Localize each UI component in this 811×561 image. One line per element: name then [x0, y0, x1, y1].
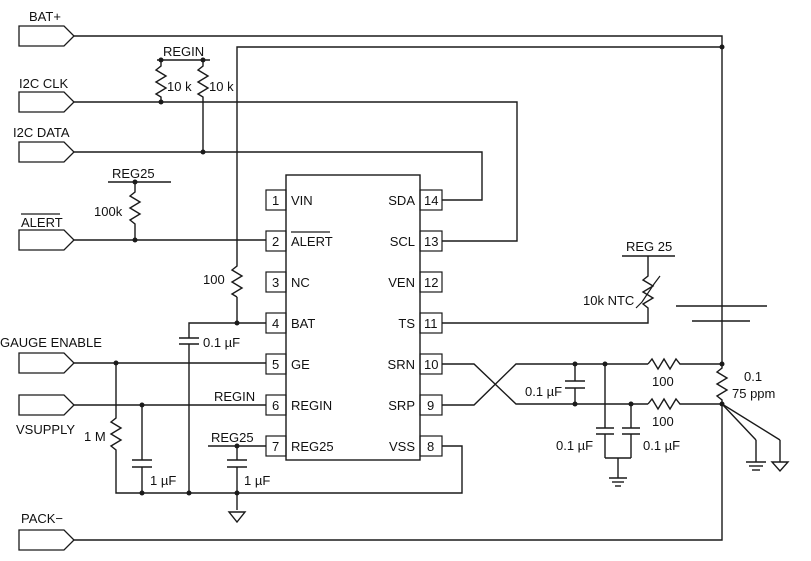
- label-c-vsupply: 1 µF: [150, 473, 176, 488]
- resistor-srn-100: [647, 357, 683, 371]
- pin-12-name: VEN: [388, 275, 415, 290]
- port-bat-plus-label: BAT+: [29, 9, 61, 24]
- port-vsupply-label: VSUPPLY: [16, 422, 75, 437]
- ground-symbol-reg25: [227, 511, 247, 524]
- pin-3-number: 3: [272, 275, 279, 290]
- pin-10-name: SRN: [388, 357, 415, 372]
- pin-14-name: SDA: [388, 193, 415, 208]
- label-pullup-a: 10 k: [167, 79, 192, 94]
- resistor-alert-100k: [128, 182, 142, 240]
- label-r-sense-tc: 75 ppm: [732, 386, 775, 401]
- label-r-srp: 100: [652, 414, 674, 429]
- label-r-ge: 1 M: [84, 429, 106, 444]
- pin-3-name: NC: [291, 275, 310, 290]
- pin-4-name: BAT: [291, 316, 315, 331]
- wires: [74, 35, 781, 541]
- label-regin-top: REGIN: [163, 44, 204, 59]
- port-alert-label: ALERT: [21, 215, 63, 230]
- port-i2c-data-label: I2C DATA: [13, 125, 70, 140]
- capacitor-reg25: [227, 459, 247, 468]
- pin-2-name: ALERT: [291, 234, 333, 249]
- capacitor-srn-gnd: [596, 427, 614, 435]
- resistor-ge-1m: [109, 363, 123, 456]
- label-pullup-b: 10 k: [209, 79, 234, 94]
- label-reg25-ntc: REG 25: [626, 239, 672, 254]
- pin-7-name: REG25: [291, 439, 334, 454]
- port-i2c-clk: I2C CLK: [18, 76, 75, 113]
- resistor-sense: [715, 364, 729, 404]
- pin-7-number: 7: [272, 439, 279, 454]
- pin-2-number: 2: [272, 234, 279, 249]
- pin-11-number: 11: [424, 316, 438, 331]
- resistor-pullup-clk: [154, 60, 168, 102]
- port-gauge-enable: GAUGE ENABLE: [0, 335, 102, 374]
- pin-11-name: TS: [398, 316, 415, 331]
- pin-6-number: 6: [272, 398, 279, 413]
- capacitor-diff: [565, 380, 585, 389]
- label-c-srp-gnd: 0.1 µF: [643, 438, 680, 453]
- resistor-bat-100: [230, 262, 244, 298]
- port-vsupply: VSUPPLY: [16, 394, 75, 437]
- label-r-sense-value: 0.1: [744, 369, 762, 384]
- capacitor-srp-gnd: [622, 427, 640, 435]
- port-pack-minus-label: PACK−: [21, 511, 63, 526]
- ground-symbol-filter: [609, 477, 627, 487]
- pin-1-number: 1: [272, 193, 279, 208]
- label-reg25-pin7: REG25: [211, 430, 254, 445]
- pin-8-number: 8: [427, 439, 434, 454]
- resistor-srp-100: [647, 397, 683, 411]
- port-gauge-enable-label: GAUGE ENABLE: [0, 335, 102, 350]
- ground-symbol-sense-a: [746, 461, 766, 471]
- pin-5-number: 5: [272, 357, 279, 372]
- pin-8-name: VSS: [389, 439, 415, 454]
- ic-left-pins: 1 VIN 2 ALERT 3 NC 4 BAT 5 GE 6 REGIN 7 …: [272, 193, 334, 454]
- thermistor-ntc: [635, 268, 661, 314]
- pin-13-number: 13: [424, 234, 438, 249]
- label-ntc: 10k NTC: [583, 293, 634, 308]
- port-i2c-data: I2C DATA: [13, 125, 75, 163]
- label-c-diff: 0.1 µF: [525, 384, 562, 399]
- port-i2c-clk-label: I2C CLK: [19, 76, 68, 91]
- port-alert: ALERT: [18, 213, 75, 251]
- pin-5-name: GE: [291, 357, 310, 372]
- port-pack-minus: PACK−: [18, 511, 75, 551]
- label-c-srn-gnd: 0.1 µF: [556, 438, 593, 453]
- pin-9-name: SRP: [388, 398, 415, 413]
- ic-right-pins: 14 SDA 13 SCL 12 VEN 11 TS 10 SRN 9 SRP …: [388, 193, 439, 454]
- pin-4-number: 4: [272, 316, 279, 331]
- label-reg25-alert: REG25: [112, 166, 155, 181]
- label-r-bat: 100: [203, 272, 225, 287]
- label-r-alert: 100k: [94, 204, 123, 219]
- label-regin-pin6: REGIN: [214, 389, 255, 404]
- pin-14-number: 14: [424, 193, 438, 208]
- ground-symbol-sense-b: [770, 461, 790, 473]
- pin-6-name: REGIN: [291, 398, 332, 413]
- label-c-reg25: 1 µF: [244, 473, 270, 488]
- label-r-srn: 100: [652, 374, 674, 389]
- port-bat-plus: BAT+: [18, 9, 75, 47]
- capacitor-bat: [179, 337, 199, 345]
- pin-13-name: SCL: [390, 234, 415, 249]
- pin-1-name: VIN: [291, 193, 313, 208]
- capacitor-vsupply: [132, 459, 152, 468]
- pin-10-number: 10: [424, 357, 438, 372]
- label-c-bat: 0.1 µF: [203, 335, 240, 350]
- pin-9-number: 9: [427, 398, 434, 413]
- component-labels: REGIN 10 k 10 k REG25 100k 100 0.1 µF RE…: [84, 44, 775, 488]
- pin-12-number: 12: [424, 275, 438, 290]
- resistor-pullup-data: [196, 60, 210, 152]
